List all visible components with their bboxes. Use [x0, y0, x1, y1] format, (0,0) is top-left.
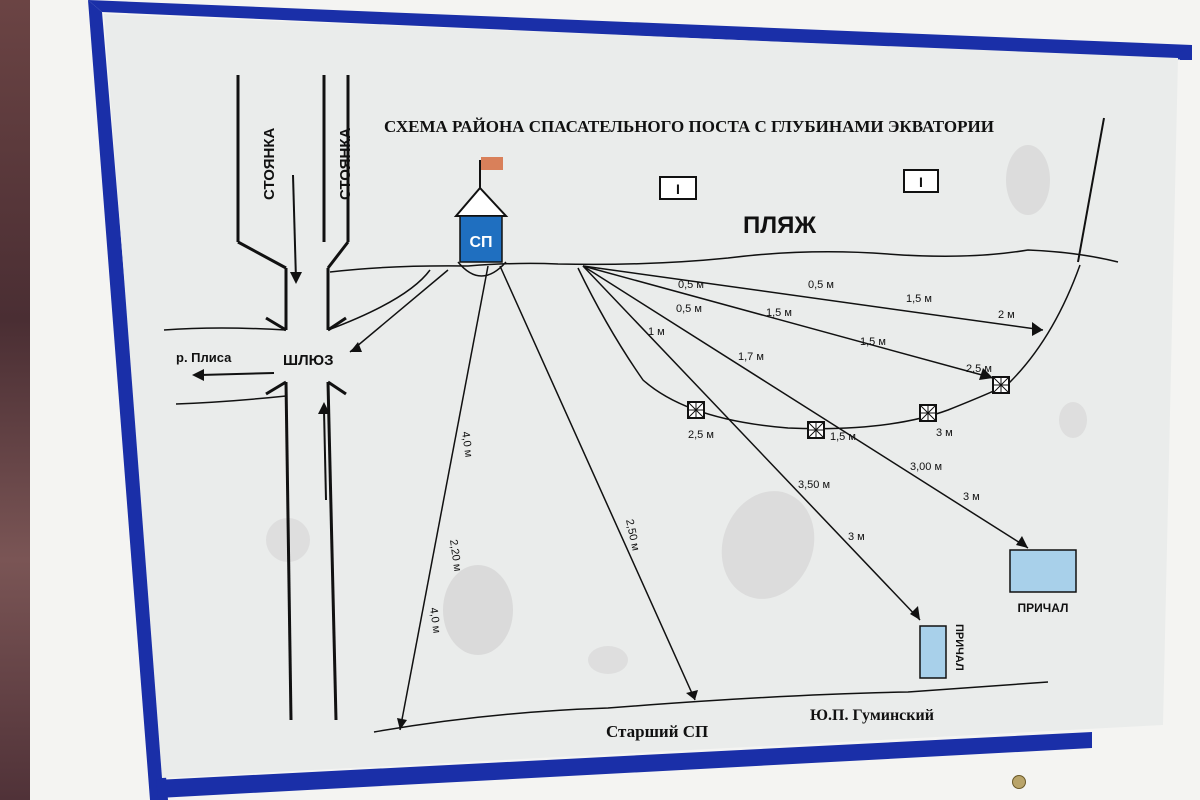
svg-text:4,0 м: 4,0 м [459, 431, 474, 458]
far-shoreline [373, 681, 1049, 733]
pier-right [1009, 549, 1077, 593]
pier-right-label: ПРИЧАЛ [1018, 601, 1069, 615]
map-title: СХЕМА РАЙОНА СПАСАТЕЛЬНОГО ПОСТА С ГЛУБИ… [384, 117, 994, 136]
svg-text:3 м: 3 м [936, 427, 953, 439]
shoreline [329, 249, 1119, 273]
zone-marker-2 [903, 169, 939, 193]
footer-position: Старший СП [606, 722, 708, 741]
beach-boundary [1077, 117, 1105, 263]
svg-text:1,5 м: 1,5 м [906, 293, 932, 305]
flow-arrow-down [292, 174, 297, 281]
river-label: р. Плиса [176, 350, 232, 365]
svg-text:0,5 м: 0,5 м [676, 303, 702, 315]
parking-left-label: СТОЯНКА [261, 128, 278, 200]
svg-text:1,5 м: 1,5 м [860, 336, 886, 348]
svg-text:0,5 м: 0,5 м [678, 279, 704, 291]
pier-center-label: ПРИЧАЛ [953, 624, 965, 671]
flag-icon [481, 157, 503, 170]
depth-labels: 0,5 м 0,5 м 1,5 м 2 м 0,5 м 1,5 м 1,5 м … [427, 279, 1015, 634]
swim-zone-boundary [577, 264, 1081, 430]
svg-text:I: I [919, 174, 923, 190]
svg-text:2,5 м: 2,5 м [966, 363, 992, 375]
svg-text:3 м: 3 м [963, 491, 980, 503]
screw-icon [1012, 775, 1026, 789]
svg-text:2,20 м: 2,20 м [447, 539, 463, 572]
svg-text:4,0 м: 4,0 м [427, 607, 442, 634]
svg-text:2 м: 2 м [998, 309, 1015, 321]
frame-bottom-edge [156, 732, 1092, 798]
post-label: СП [469, 234, 492, 251]
map-panel [104, 14, 1178, 778]
river-bank-lower [175, 395, 287, 405]
svg-text:1 м: 1 м [648, 326, 665, 338]
svg-text:3,50 м: 3,50 м [798, 479, 830, 491]
river-flow-arrow [199, 372, 275, 376]
footer-name: Ю.П. Гуминский [810, 707, 934, 724]
flow-arrow-up [323, 409, 327, 501]
svg-text:I: I [676, 181, 680, 197]
canal-lock-area [236, 75, 350, 721]
svg-text:1,5 м: 1,5 м [830, 431, 856, 443]
river-bank-upper [163, 327, 287, 331]
rescue-post-building: СП [453, 157, 509, 277]
lock-label: ШЛЮЗ [283, 352, 333, 369]
pier-center [919, 625, 947, 679]
svg-text:0,5 м: 0,5 м [808, 279, 834, 291]
depth-lines [349, 265, 1044, 731]
svg-text:1,7 м: 1,7 м [738, 351, 764, 363]
buoy-markers [687, 376, 1010, 439]
beach-label: ПЛЯЖ [743, 212, 816, 239]
svg-text:2,5 м: 2,5 м [688, 429, 714, 441]
svg-text:1,5 м: 1,5 м [766, 307, 792, 319]
rescue-post-map: СХЕМА РАЙОНА СПАСАТЕЛЬНОГО ПОСТА С ГЛУБИ… [88, 0, 1192, 800]
zone-marker-1 [659, 176, 697, 200]
svg-text:3,00 м: 3,00 м [910, 461, 942, 473]
parking-right-label: СТОЯНКА [337, 128, 354, 200]
frame-top-edge [88, 0, 1192, 60]
frame-left-edge [88, 0, 168, 800]
map-frame: СХЕМА РАЙОНА СПАСАТЕЛЬНОГО ПОСТА С ГЛУБИ… [88, 0, 1200, 800]
svg-text:3 м: 3 м [848, 531, 865, 543]
